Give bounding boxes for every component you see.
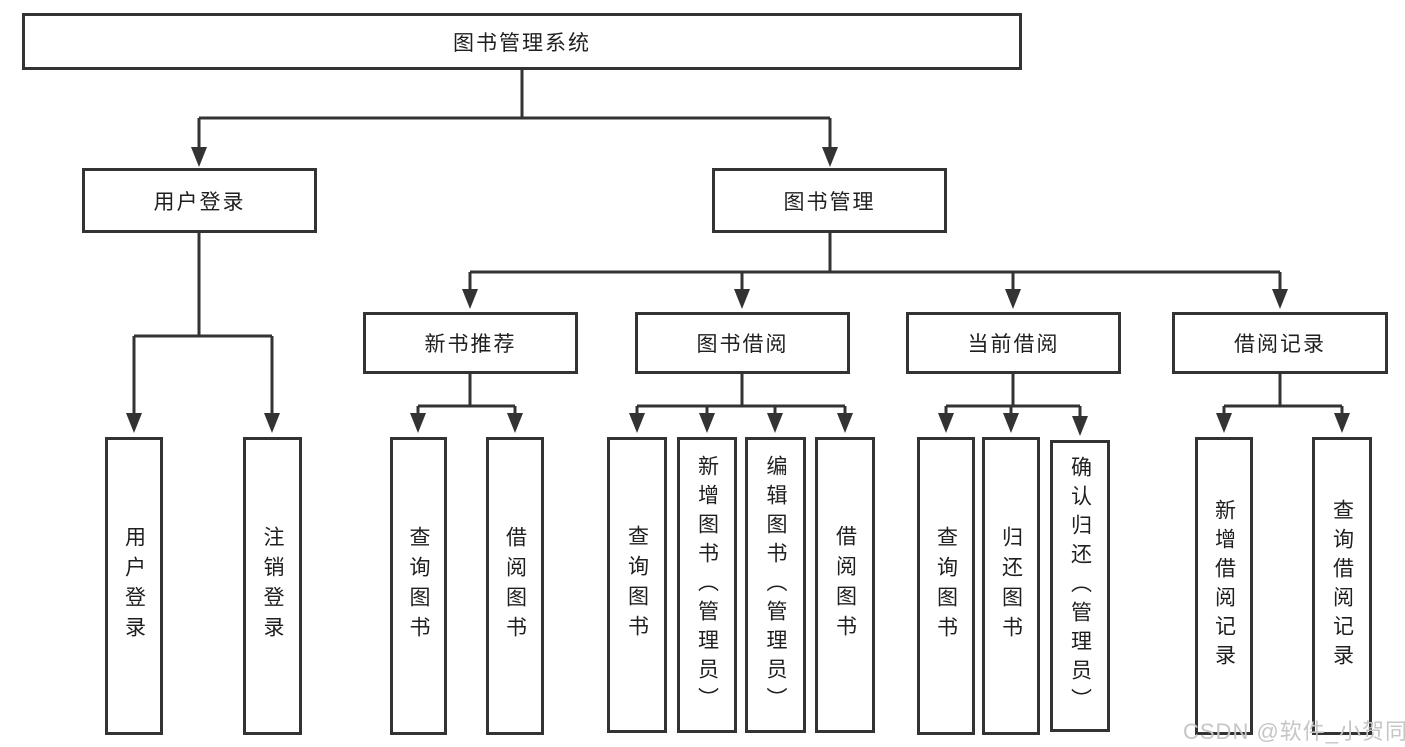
node-add-borrow-record: 新增借阅记录 bbox=[1195, 437, 1253, 735]
node-borrow-records: 借阅记录 bbox=[1172, 312, 1388, 374]
node-query-borrow-record: 查询借阅记录 bbox=[1312, 437, 1372, 735]
node-borrow-books-recommend: 借阅图书 bbox=[486, 437, 544, 735]
node-label: 编辑图书（管理员） bbox=[764, 454, 787, 716]
node-label: 查询图书 bbox=[407, 526, 430, 646]
node-label: 新增借阅记录 bbox=[1212, 499, 1236, 673]
node-label: 用户登录 bbox=[153, 190, 246, 214]
node-library-management-system: 图书管理系统 bbox=[22, 13, 1022, 70]
node-user-login: 用户登录 bbox=[82, 168, 317, 233]
node-label: 新增图书（管理员） bbox=[695, 454, 719, 716]
node-label: 图书借阅 bbox=[696, 333, 789, 356]
node-query-books-borrow: 查询图书 bbox=[607, 437, 667, 733]
node-borrow-books-leaf: 借阅图书 bbox=[815, 437, 875, 733]
node-label: 注销登录 bbox=[261, 526, 284, 646]
node-return-books: 归还图书 bbox=[982, 437, 1040, 735]
node-label: 归还图书 bbox=[999, 526, 1023, 646]
node-label: 新书推荐 bbox=[424, 333, 517, 356]
node-user-login-leaf: 用户登录 bbox=[105, 437, 163, 735]
node-confirm-return-admin: 确认归还（管理员） bbox=[1050, 440, 1110, 732]
node-label: 借阅记录 bbox=[1234, 333, 1326, 356]
node-label: 确认归还（管理员） bbox=[1068, 455, 1092, 717]
node-add-book-admin: 新增图书（管理员） bbox=[677, 437, 737, 733]
node-label: 查询借阅记录 bbox=[1330, 499, 1354, 673]
node-label: 用户登录 bbox=[122, 526, 146, 646]
node-label: 当前借阅 bbox=[967, 333, 1060, 356]
node-logout-leaf: 注销登录 bbox=[243, 437, 302, 735]
node-edit-book-admin: 编辑图书（管理员） bbox=[745, 437, 806, 733]
node-label: 图书管理系统 bbox=[453, 31, 591, 55]
node-book-management: 图书管理 bbox=[712, 168, 947, 233]
node-label: 查询图书 bbox=[625, 525, 649, 645]
node-query-books-recommend: 查询图书 bbox=[390, 437, 447, 735]
node-label: 查询图书 bbox=[934, 526, 958, 646]
node-label: 借阅图书 bbox=[833, 525, 857, 645]
node-query-books-current: 查询图书 bbox=[917, 437, 975, 735]
node-new-book-recommend: 新书推荐 bbox=[363, 312, 578, 374]
node-label: 借阅图书 bbox=[503, 526, 527, 646]
node-label: 图书管理 bbox=[783, 190, 876, 214]
node-current-borrow: 当前借阅 bbox=[906, 312, 1121, 374]
csdn-watermark: CSDN @软件_小贺同学 bbox=[1183, 719, 1405, 744]
node-book-borrow: 图书借阅 bbox=[635, 312, 850, 374]
